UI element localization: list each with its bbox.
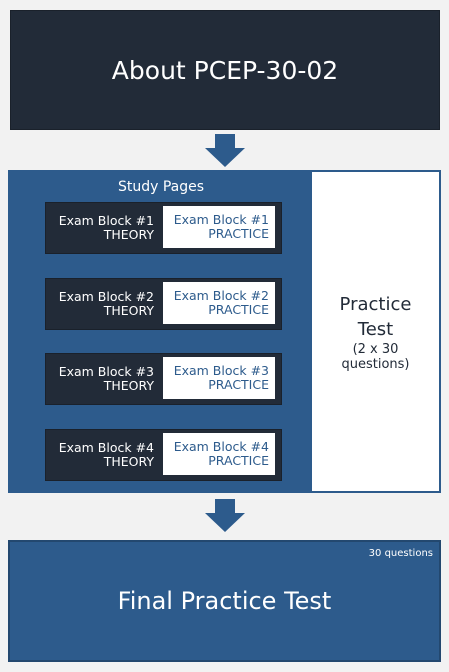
theory-type: THEORY [103, 454, 154, 469]
study-pages-panel: Study Pages Exam Block #1 THEORY Exam Bl… [10, 172, 312, 491]
theory-type: THEORY [103, 303, 154, 318]
practice-label: Exam Block #2 [173, 288, 269, 303]
exam-block-1-practice[interactable]: Exam Block #1 PRACTICE [163, 206, 275, 248]
about-title: About PCEP-30-02 [111, 55, 339, 85]
down-arrow-icon [205, 134, 245, 167]
down-arrow-icon [205, 499, 245, 532]
exam-block-2-practice[interactable]: Exam Block #2 PRACTICE [163, 282, 275, 324]
practice-type: PRACTICE [208, 226, 269, 241]
theory-label: Exam Block #3 [58, 364, 154, 379]
final-practice-test-box[interactable]: 30 questions Final Practice Test [8, 540, 441, 662]
study-pages-title: Study Pages [117, 179, 205, 195]
study-section: Study Pages Exam Block #1 THEORY Exam Bl… [8, 170, 441, 493]
practice-label: Exam Block #3 [173, 363, 269, 378]
exam-block-3-practice[interactable]: Exam Block #3 PRACTICE [163, 357, 275, 399]
practice-label: Exam Block #4 [173, 439, 269, 454]
exam-block-4: Exam Block #4 THEORY Exam Block #4 PRACT… [45, 429, 282, 481]
exam-block-1-theory[interactable]: Exam Block #1 THEORY [46, 203, 160, 251]
practice-test-box[interactable]: Practice Test (2 x 30 questions) [312, 172, 439, 491]
practice-label: Exam Block #1 [173, 212, 269, 227]
practice-type: PRACTICE [208, 377, 269, 392]
exam-block-4-theory[interactable]: Exam Block #4 THEORY [46, 430, 160, 478]
exam-block-2-theory[interactable]: Exam Block #2 THEORY [46, 279, 160, 327]
exam-block-1: Exam Block #1 THEORY Exam Block #1 PRACT… [45, 202, 282, 254]
exam-block-2: Exam Block #2 THEORY Exam Block #2 PRACT… [45, 278, 282, 330]
theory-type: THEORY [103, 378, 154, 393]
theory-label: Exam Block #1 [58, 213, 154, 228]
about-pcep-box[interactable]: About PCEP-30-02 [10, 10, 440, 130]
practice-test-line3: (2 x 30 [352, 341, 399, 357]
practice-type: PRACTICE [208, 302, 269, 317]
practice-test-line1: Practice [339, 293, 412, 315]
practice-test-line4: questions) [341, 356, 410, 372]
exam-block-3-theory[interactable]: Exam Block #3 THEORY [46, 354, 160, 402]
theory-label: Exam Block #2 [58, 289, 154, 304]
question-count: 30 questions [368, 548, 433, 559]
exam-block-4-practice[interactable]: Exam Block #4 PRACTICE [163, 433, 275, 475]
theory-label: Exam Block #4 [58, 440, 154, 455]
practice-test-line2: Test [357, 318, 394, 340]
final-practice-test-title: Final Practice Test [117, 587, 332, 615]
exam-block-3: Exam Block #3 THEORY Exam Block #3 PRACT… [45, 353, 282, 405]
theory-type: THEORY [103, 227, 154, 242]
practice-type: PRACTICE [208, 453, 269, 468]
